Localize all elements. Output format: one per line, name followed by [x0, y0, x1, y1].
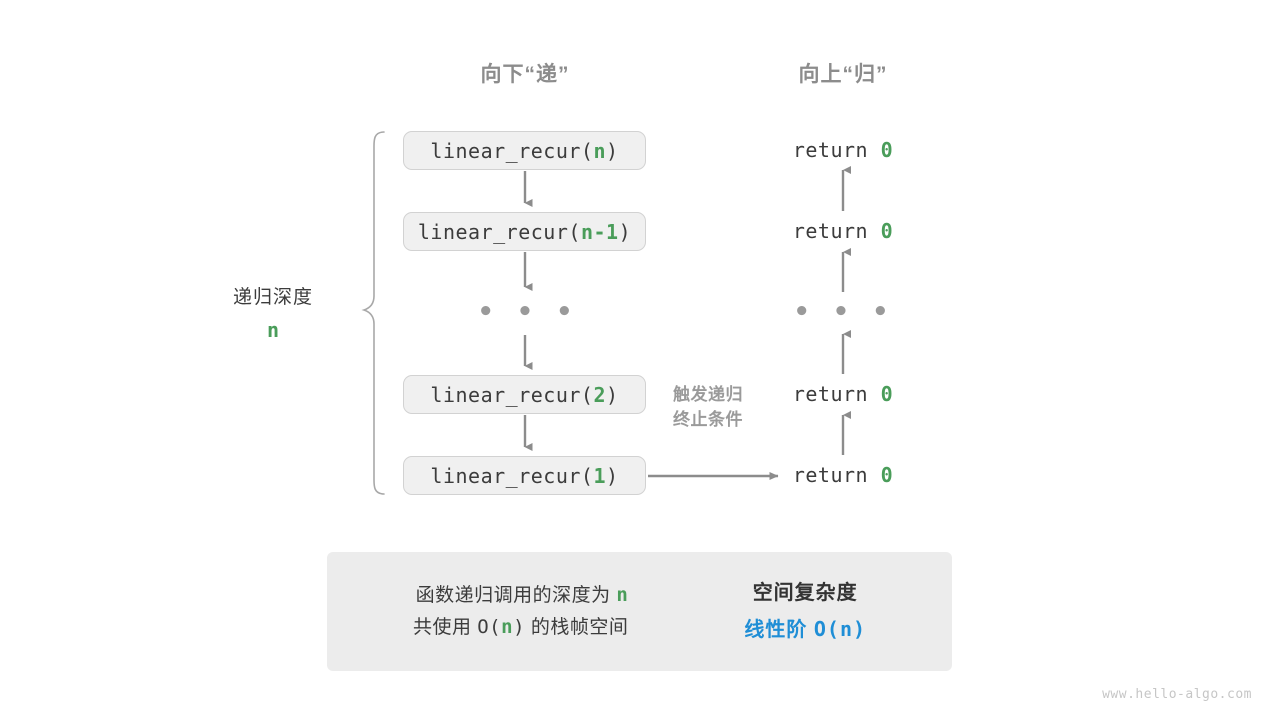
call-box-2[interactable]: linear_recur(2)	[403, 375, 646, 414]
recursion-depth-text: 递归深度	[232, 287, 314, 308]
summary-description: 函数递归调用的深度为 n 共使用 O(n) 的栈帧空间	[413, 580, 628, 643]
summary-line2-bigo-close: )	[513, 615, 526, 638]
summary-line2-text-b: 的栈帧空间	[530, 616, 629, 638]
base-case-note-line2: 终止条件	[673, 409, 743, 429]
recursion-depth-variable: n	[266, 318, 280, 342]
call-box-n[interactable]: linear_recur(n)	[403, 131, 646, 170]
recursion-depth-label: 递归深度 n	[233, 282, 313, 342]
space-complexity-title: 空间复杂度	[752, 581, 858, 604]
call-box-prefix: linear_recur(	[430, 463, 594, 488]
return-label-second: return 0	[793, 219, 893, 243]
heading-descend: 向下“递”	[480, 63, 570, 86]
summary-line-1: 函数递归调用的深度为 n	[413, 580, 628, 611]
space-complexity-value: 线性阶 O(n)	[744, 614, 866, 646]
return-value: 0	[880, 463, 894, 487]
summary-line2-bigo-open: O(	[477, 615, 502, 638]
call-box-prefix: linear_recur(	[417, 219, 581, 244]
summary-line1-variable: n	[616, 584, 629, 607]
return-keyword: return	[792, 382, 869, 406]
call-box-1[interactable]: linear_recur(1)	[403, 456, 646, 495]
heading-ascend: 向上“归”	[798, 63, 888, 86]
return-value: 0	[880, 138, 894, 162]
return-label-base: return 0	[793, 463, 893, 487]
base-case-note: 触发递归 终止条件	[673, 383, 743, 432]
return-value: 0	[880, 382, 894, 406]
return-value: 0	[880, 219, 894, 243]
summary-line-2: 共使用 O(n) 的栈帧空间	[413, 612, 628, 643]
return-keyword: return	[792, 138, 869, 162]
call-box-suffix: )	[606, 463, 619, 488]
summary-line2-text-a: 共使用	[412, 616, 472, 638]
call-box-arg: 2	[593, 382, 607, 407]
return-label-third: return 0	[793, 382, 893, 406]
summary-line2-variable: n	[501, 615, 514, 638]
ellipsis-return-stack: • • •	[793, 297, 893, 327]
call-box-suffix: )	[618, 219, 632, 244]
ellipsis-call-stack: • • •	[477, 297, 577, 327]
call-box-suffix: )	[606, 382, 619, 407]
summary-panel: 函数递归调用的深度为 n 共使用 O(n) 的栈帧空间 空间复杂度 线性阶 O(…	[327, 552, 952, 671]
site-watermark: www.hello-algo.com	[1102, 687, 1252, 702]
return-keyword: return	[792, 463, 869, 487]
call-box-n-minus-1[interactable]: linear_recur(n-1)	[403, 212, 646, 251]
return-label-top: return 0	[793, 138, 893, 162]
return-keyword: return	[792, 219, 869, 243]
summary-line1-text: 函数递归调用的深度为	[415, 585, 611, 607]
base-case-note-line1: 触发递归	[673, 385, 743, 404]
depth-brace	[361, 131, 385, 495]
summary-conclusion: 空间复杂度 线性阶 O(n)	[744, 578, 866, 646]
call-box-arg: n-1	[580, 219, 619, 244]
call-box-suffix: )	[606, 138, 619, 163]
call-box-prefix: linear_recur(	[430, 382, 594, 407]
complexity-notation: O(n)	[813, 616, 867, 641]
call-box-prefix: linear_recur(	[430, 138, 594, 163]
call-box-arg: n	[593, 138, 607, 163]
call-box-arg: 1	[593, 463, 607, 488]
complexity-order-label: 线性阶	[744, 618, 808, 641]
